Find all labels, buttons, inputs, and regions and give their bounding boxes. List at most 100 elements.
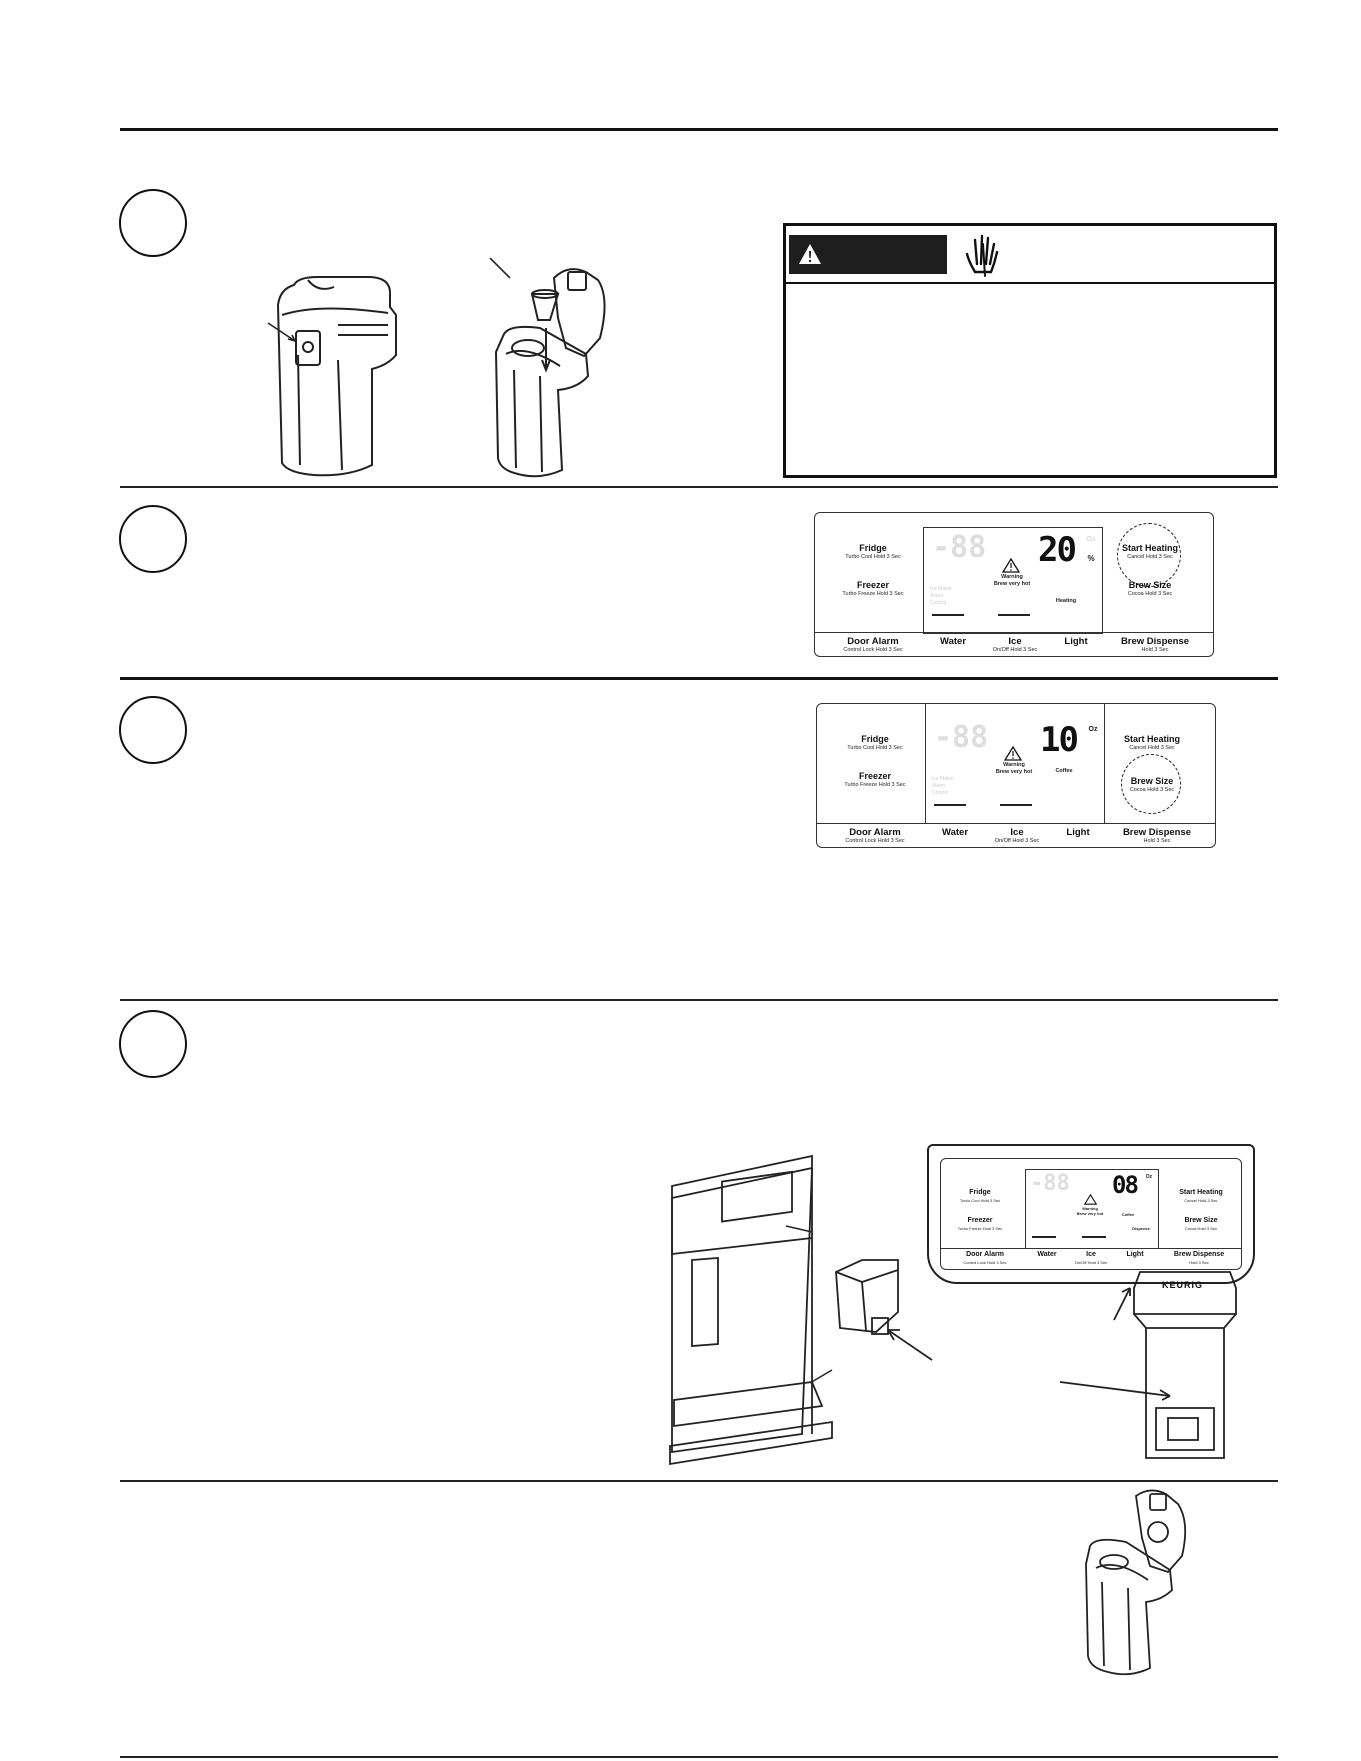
brew-dispense-button[interactable]: Brew Dispense: [1120, 636, 1190, 647]
ice-sub: On/Off Hold 3 Sec: [994, 838, 1040, 844]
highlight-ring-start-heating: [1117, 523, 1181, 587]
display-screen: -88 Warning Brew very hot 08 Oz Coffee D…: [1025, 1169, 1159, 1249]
door-alarm-button[interactable]: Door Alarm: [847, 636, 899, 647]
divider-4: [120, 1480, 1278, 1482]
size-digits: 08: [1112, 1171, 1139, 1199]
unit-oz: Oz: [1088, 726, 1098, 733]
pod-holder-open-illustration: [489, 258, 606, 478]
freezer-button[interactable]: Freezer: [856, 580, 890, 590]
brew-size-sub: Cocoa Hold 3 Sec: [1129, 787, 1175, 793]
control-panel-heating: Fridge Turbo Cool Hold 3 Sec Freezer Tur…: [814, 512, 1214, 657]
dispenser-illustration: [669, 1154, 933, 1466]
ice-sub: On/Off Hold 3 Sec: [992, 647, 1038, 653]
brewer-installed-illustration: [1113, 1271, 1237, 1459]
ghost-text-2: Alarm: [932, 783, 946, 789]
light-button[interactable]: Light: [1066, 827, 1090, 838]
water-button[interactable]: Water: [941, 827, 969, 838]
door-alarm-sub: Control Lock Hold 3 Sec: [963, 1260, 1007, 1265]
brew-size-sub: Cocoa Hold 3 Sec: [1127, 591, 1173, 597]
freezer-sub: Turbo Freeze Hold 3 Sec: [844, 782, 906, 788]
ice-button[interactable]: Ice: [1086, 1251, 1096, 1258]
step-1-circle: [119, 189, 187, 257]
freezer-sub: Turbo Freeze Hold 3 Sec: [957, 1226, 1003, 1231]
warning-subtext: Brew very hot: [995, 769, 1033, 775]
brew-dispense-button[interactable]: Brew Dispense: [1122, 827, 1192, 838]
warning-triangle-icon: [1004, 746, 1022, 761]
brew-dispense-button[interactable]: Brew Dispense: [1173, 1251, 1225, 1258]
brew-size-button[interactable]: Brew Size: [1128, 580, 1172, 590]
warning-text: Warning: [1003, 762, 1025, 768]
hot-surface-hand-icon: [965, 234, 999, 277]
brew-dispense-sub: Hold 3 Sec: [1143, 838, 1171, 844]
fridge-button[interactable]: Fridge: [969, 1189, 991, 1196]
warning-text: Warning: [1001, 574, 1023, 580]
warning-label-block: [789, 235, 947, 274]
ghost-text-1: Ice Maker: [932, 776, 954, 782]
freezer-button[interactable]: Freezer: [967, 1217, 993, 1224]
temp-ghost-digits: -88: [934, 720, 989, 755]
fridge-button[interactable]: Fridge: [859, 543, 887, 553]
panel-divider: [815, 632, 1213, 633]
light-button[interactable]: Light: [1126, 1251, 1144, 1258]
size-digits: 10: [1040, 720, 1079, 760]
panel-divider: [941, 1248, 1241, 1249]
temp-ghost-digits: -88: [932, 530, 987, 565]
dispense-status: Dispense: [1132, 1226, 1150, 1231]
door-alarm-sub: Control Lock Hold 3 Sec: [845, 838, 905, 844]
pod-holder-closed-illustration: [267, 276, 397, 477]
highlight-ring-brew-size: [1121, 754, 1181, 814]
start-heating-button[interactable]: Start Heating: [1121, 543, 1178, 553]
indicator-bar-mid: [1082, 1236, 1106, 1238]
display-screen: -88 Ice Maker Alarm Control Warning Brew…: [923, 527, 1103, 634]
display-screen: -88 Ice Maker Alarm Control Warning Brew…: [925, 704, 1105, 824]
coffee-status: Coffee: [1055, 768, 1073, 774]
door-alarm-sub: Control Lock Hold 3 Sec: [843, 647, 903, 653]
step-4-circle: [119, 1010, 187, 1078]
brew-dispense-sub: Hold 3 Sec: [1141, 647, 1169, 653]
ice-button[interactable]: Ice: [1010, 827, 1024, 838]
control-panel-dispense: Fridge Turbo Cool Hold 3 Sec Freezer Tur…: [940, 1158, 1242, 1270]
indicator-bar-left: [1032, 1236, 1056, 1238]
divider-3: [120, 999, 1278, 1001]
door-alarm-button[interactable]: Door Alarm: [849, 827, 901, 838]
step-2-circle: [119, 505, 187, 573]
indicator-bar-left: [932, 614, 964, 616]
fridge-button[interactable]: Fridge: [861, 734, 889, 744]
freezer-sub: Turbo Freeze Hold 3 Sec: [842, 591, 904, 597]
ice-sub: On/Off Hold 3 Sec: [1074, 1260, 1108, 1265]
indicator-bar-mid: [1000, 804, 1032, 806]
top-rule: [120, 128, 1278, 131]
bottom-rule: [120, 1756, 1278, 1758]
dispenser-head-outline: [927, 1144, 1255, 1284]
start-heating-button[interactable]: Start Heating: [1123, 734, 1180, 744]
pointer-arrow: [1059, 1381, 1171, 1401]
water-button[interactable]: Water: [939, 636, 967, 647]
brew-size-button[interactable]: Brew Size: [1184, 1217, 1218, 1224]
start-heating-sub: Cancel Hold 3 Sec: [1129, 745, 1175, 751]
fridge-sub: Turbo Cool Hold 3 Sec: [847, 745, 903, 751]
divider-1: [120, 486, 1278, 488]
ice-button[interactable]: Ice: [1008, 636, 1022, 647]
start-heating-button[interactable]: Start Heating: [1179, 1189, 1223, 1196]
ghost-text-3: Control: [932, 790, 949, 796]
temp-ghost-digits: -88: [1030, 1171, 1070, 1196]
size-digits: 20: [1038, 530, 1077, 570]
door-alarm-button[interactable]: Door Alarm: [966, 1251, 1004, 1258]
light-button[interactable]: Light: [1064, 636, 1088, 647]
ghost-text-3: Control: [930, 600, 947, 606]
freezer-button[interactable]: Freezer: [858, 771, 892, 781]
warning-text: Warning: [1082, 1206, 1098, 1211]
heating-status: Heating: [1055, 598, 1077, 604]
brand-mark: KEURIG: [1162, 1280, 1204, 1290]
unit-oz: Oz: [1086, 536, 1096, 543]
water-button[interactable]: Water: [1037, 1251, 1057, 1258]
brew-size-button[interactable]: Brew Size: [1130, 776, 1174, 786]
warning-header: [786, 226, 1274, 284]
divider-2: [120, 677, 1278, 680]
ghost-text-1: Ice Maker: [930, 586, 952, 592]
start-heating-sub: Cancel Hold 3 Sec: [1127, 554, 1173, 560]
ghost-text-2: Alarm: [930, 593, 944, 599]
warning-subtext: Brew very hot: [1076, 1211, 1104, 1216]
brew-dispense-sub: Hold 3 Sec: [1189, 1260, 1209, 1265]
indicator-bar-left: [934, 804, 966, 806]
